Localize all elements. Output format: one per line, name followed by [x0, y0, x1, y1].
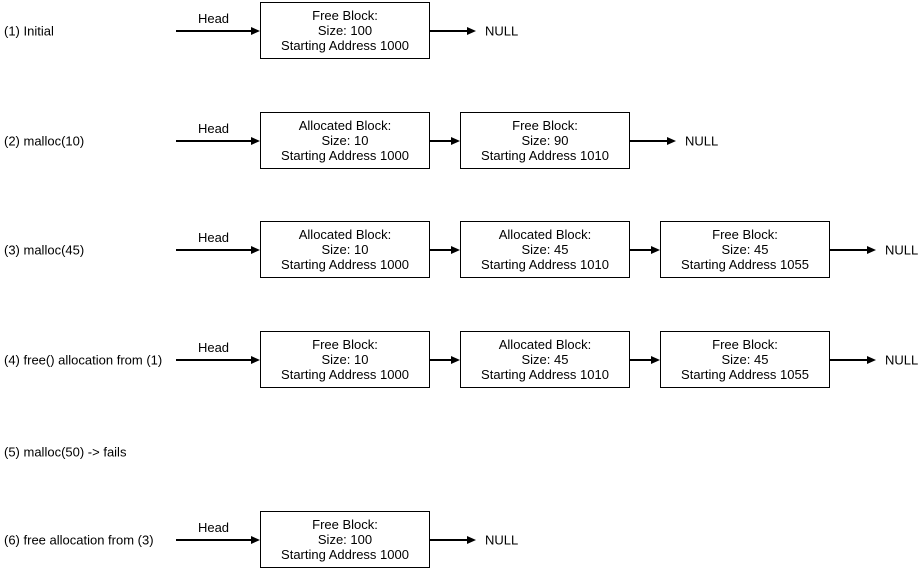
block-line: Allocated Block: — [298, 118, 392, 133]
head-label: Head — [197, 121, 230, 136]
null-label: NULL — [885, 242, 919, 258]
head-label: Head — [197, 340, 230, 355]
arrowhead-icon — [251, 26, 260, 35]
block-line: Starting Address 1000 — [281, 148, 409, 163]
step-label: (2) malloc(10) — [4, 133, 85, 149]
block-line: Free Block: — [512, 118, 578, 133]
head-label: Head — [197, 11, 230, 26]
null-arrow-line — [830, 359, 868, 361]
block-line: Starting Address 1010 — [481, 367, 609, 382]
step-label: (6) free allocation from (3) — [4, 532, 154, 548]
block-line: Size: 45 — [721, 242, 769, 257]
block-line: Size: 45 — [721, 352, 769, 367]
head-label: Head — [197, 520, 230, 535]
head-label: Head — [197, 230, 230, 245]
block-line: Starting Address 1010 — [481, 257, 609, 272]
block-line: Free Block: — [712, 227, 778, 242]
block-line: Free Block: — [312, 517, 378, 532]
block-line: Size: 10 — [321, 133, 369, 148]
null-arrow-line — [830, 249, 868, 251]
link-arrow-line — [630, 249, 652, 251]
arrowhead-icon — [667, 136, 676, 145]
block-line: Starting Address 1010 — [481, 148, 609, 163]
block-line: Starting Address 1000 — [281, 257, 409, 272]
block-line: Allocated Block: — [498, 337, 592, 352]
arrowhead-icon — [867, 355, 876, 364]
step-label: (1) Initial — [4, 23, 54, 39]
block-line: Starting Address 1055 — [681, 257, 809, 272]
block-line: Free Block: — [312, 337, 378, 352]
block-line: Size: 90 — [521, 133, 569, 148]
arrowhead-icon — [651, 245, 660, 254]
arrowhead-icon — [651, 355, 660, 364]
null-label: NULL — [485, 23, 519, 39]
arrowhead-icon — [867, 245, 876, 254]
block-line: Allocated Block: — [498, 227, 592, 242]
null-arrow-line — [430, 30, 468, 32]
null-arrow-line — [430, 539, 468, 541]
arrowhead-icon — [251, 245, 260, 254]
arrowhead-icon — [451, 355, 460, 364]
block-line: Size: 45 — [521, 352, 569, 367]
link-arrow-line — [430, 249, 452, 251]
block-line: Starting Address 1055 — [681, 367, 809, 382]
step-label: (5) malloc(50) -> fails — [4, 444, 127, 460]
link-arrow-line — [630, 359, 652, 361]
null-label: NULL — [685, 133, 719, 149]
block-line: Size: 10 — [321, 352, 369, 367]
block-line: Size: 10 — [321, 242, 369, 257]
arrowhead-icon — [251, 535, 260, 544]
head-arrow-line — [176, 539, 252, 541]
link-arrow-line — [430, 140, 452, 142]
block-line: Starting Address 1000 — [281, 547, 409, 562]
block-line: Size: 45 — [521, 242, 569, 257]
head-arrow-line — [176, 359, 252, 361]
block-line: Allocated Block: — [298, 227, 392, 242]
null-arrow-line — [630, 140, 668, 142]
arrowhead-icon — [467, 535, 476, 544]
arrowhead-icon — [451, 245, 460, 254]
null-label: NULL — [885, 352, 919, 368]
block-line: Free Block: — [712, 337, 778, 352]
head-arrow-line — [176, 30, 252, 32]
arrowhead-icon — [451, 136, 460, 145]
step-label: (4) free() allocation from (1) — [4, 352, 163, 368]
head-arrow-line — [176, 140, 252, 142]
arrowhead-icon — [251, 355, 260, 364]
arrowhead-icon — [251, 136, 260, 145]
block-line: Starting Address 1000 — [281, 38, 409, 53]
link-arrow-line — [430, 359, 452, 361]
step-label: (3) malloc(45) — [4, 242, 85, 258]
block-line: Size: 100 — [317, 532, 373, 547]
arrowhead-icon — [467, 26, 476, 35]
block-line: Starting Address 1000 — [281, 367, 409, 382]
null-label: NULL — [485, 532, 519, 548]
block-line: Free Block: — [312, 8, 378, 23]
block-line: Size: 100 — [317, 23, 373, 38]
head-arrow-line — [176, 249, 252, 251]
